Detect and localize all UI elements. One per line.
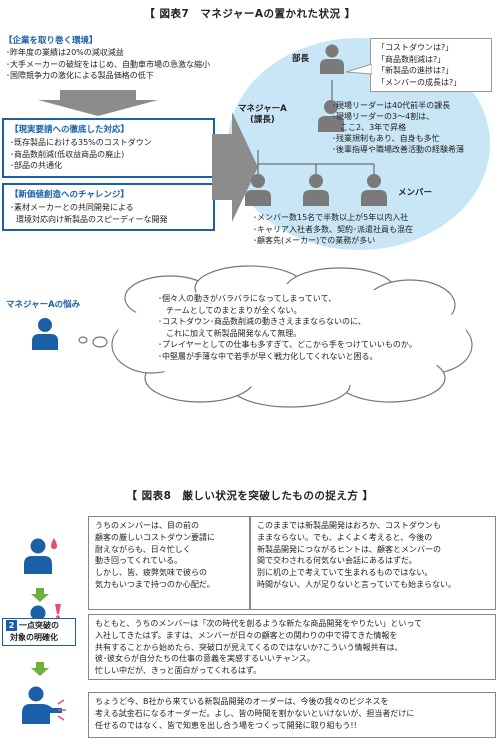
boss-speech-bubble: 「コストダウンは?」 「商品数削減は?」 「新製品の進捗は?」 「メンバーの成長…: [370, 38, 492, 92]
members-label: メンバー: [398, 188, 433, 198]
step-label-line1: 一点突破の: [19, 621, 59, 630]
step-number: 2: [6, 620, 17, 631]
boss-person-icon: [320, 44, 344, 74]
list-item: 環境対応向け新製品のスピーディーな開発: [16, 214, 168, 224]
list-item: ･コストダウン･商品数削減の動きさえままならないのに、: [158, 317, 366, 326]
manager-worried-icon: [32, 318, 58, 350]
list-item: ･部品の共通化: [10, 161, 62, 170]
environment-list: ･昨年度の業績は20%の減収減益 ･大手メーカーの破綻をはじめ、自動車市場の急激…: [6, 47, 246, 82]
person-sweat-icon: [24, 538, 57, 574]
member-person-icon: [303, 174, 329, 206]
environment-heading: 【企業を取り巻く環境】: [4, 36, 98, 46]
step-label-line2: 対象の明確化: [10, 633, 58, 642]
challenge-heading: 【新価値創造へのチャレンジ】: [10, 190, 129, 200]
speech-tail: [346, 64, 372, 75]
list-item: ･大手メーカーの破綻をはじめ、自動車市場の急激な縮小: [6, 59, 210, 69]
list-item: ･国際競争力の激化による製品価格の低下: [6, 71, 154, 80]
challenge-box: 【新価値創造へのチャレンジ】 ･素材メーカーとの共同開発による 環境対応向け新製…: [2, 183, 215, 231]
list-item: チームとしてのまとまりが全くない。: [166, 305, 302, 315]
list-item: ･商品数削減(低収益商品の廃止): [10, 149, 125, 159]
action-box: ちょうど今、B社から来ている新製品開発のオーダーは、今後の我々のビジネスを 考え…: [88, 692, 496, 738]
down-arrow-icon: [38, 90, 158, 116]
down-arrow-icon: [31, 588, 49, 602]
situation-box-right: このままでは新製品開発はおろか、コストダウンも ままならない。でも、よくよく考え…: [250, 516, 496, 610]
member-person-icon: [245, 174, 271, 206]
right-arrow-icon: [212, 112, 258, 222]
list-item: ･現場リーダーは40代前半の課長: [332, 101, 451, 110]
boss-label: 部長: [292, 54, 310, 64]
figure7-title: 【 図表7 マネジャーAの置かれた状況 】: [144, 8, 356, 20]
list-item: ･プレイヤーとしての仕事も多すぎて、どこから手をつけていいものか。: [158, 340, 417, 349]
breakthrough-box: もともと、うちのメンバーは「次の時代を創るような新たな商品開発をやりたい」といっ…: [88, 614, 496, 680]
list-item: ･現場リーダーの3〜4割は、: [332, 112, 435, 121]
question-text: 「メンバーの成長は?」: [377, 77, 462, 87]
thought-cloud-icon: [78, 265, 473, 408]
list-item: ･残業規制もあり、自身も多忙: [332, 134, 440, 143]
members-list: ･メンバー数15名で半数以上が5年以内入社 ･キャリア入社者多数、契約･派遣社員…: [253, 212, 413, 247]
org-connector-lines: [257, 80, 375, 174]
list-item: ･中堅層が手薄な中で若手が早く戦力化してくれないと困る。: [158, 351, 378, 361]
list-item: ･キャリア入社者多数、契約･派遣社員も混在: [253, 224, 413, 234]
list-item: ･昨年度の業績は20%の減収減益: [6, 48, 124, 57]
worries-list: ･個々人の動きがバラバラになってしまっていて、 チームとしてのまとまりが全くない…: [158, 293, 417, 362]
manager-label: マネジャーA (課長): [238, 104, 287, 125]
list-item: ･既存製品における35%のコストダウン: [10, 138, 152, 147]
worries-heading: マネジャーAの悩み: [6, 300, 81, 310]
list-item: ･メンバー数15名で半数以上が5年以内入社: [253, 213, 409, 222]
list-item: ･後輩指導や職場改善活動の経験希薄: [332, 145, 464, 154]
list-item: ここ2、3年で昇格: [340, 123, 407, 132]
list-item: これに加えて新製品開発なんて無理。: [166, 328, 302, 338]
situation-box-left: うちのメンバーは、目の前の 顧客の厳しいコストダウン要請に 耐えながらも、日々忙…: [88, 516, 250, 610]
person-pointing-icon: [22, 686, 66, 724]
response-heading: 【現実要請への徹底した対応】: [10, 125, 130, 135]
response-box: 【現実要請への徹底した対応】 ･既存製品における35%のコストダウン ･商品数削…: [2, 118, 215, 178]
list-item: ･素材メーカーとの共同開発による: [10, 203, 134, 212]
list-item: ･顧客先(メーカー)での業務が多い: [253, 236, 376, 245]
manager-person-icon: [318, 100, 344, 132]
down-arrow-icon: [31, 662, 49, 676]
manager-list: ･現場リーダーは40代前半の課長 ･現場リーダーの3〜4割は、 ここ2、3年で昇…: [332, 100, 464, 155]
question-text: 「コストダウンは?」: [377, 43, 454, 52]
question-text: 「新製品の進捗は?」: [377, 66, 454, 75]
list-item: ･個々人の動きがバラバラになってしまっていて、: [158, 294, 337, 303]
member-person-icon: [361, 174, 387, 206]
figure8-title: 【 図表8 厳しい状況を突破したものの捉え方 】: [126, 490, 374, 502]
question-text: 「商品数削減は?」: [377, 54, 446, 64]
